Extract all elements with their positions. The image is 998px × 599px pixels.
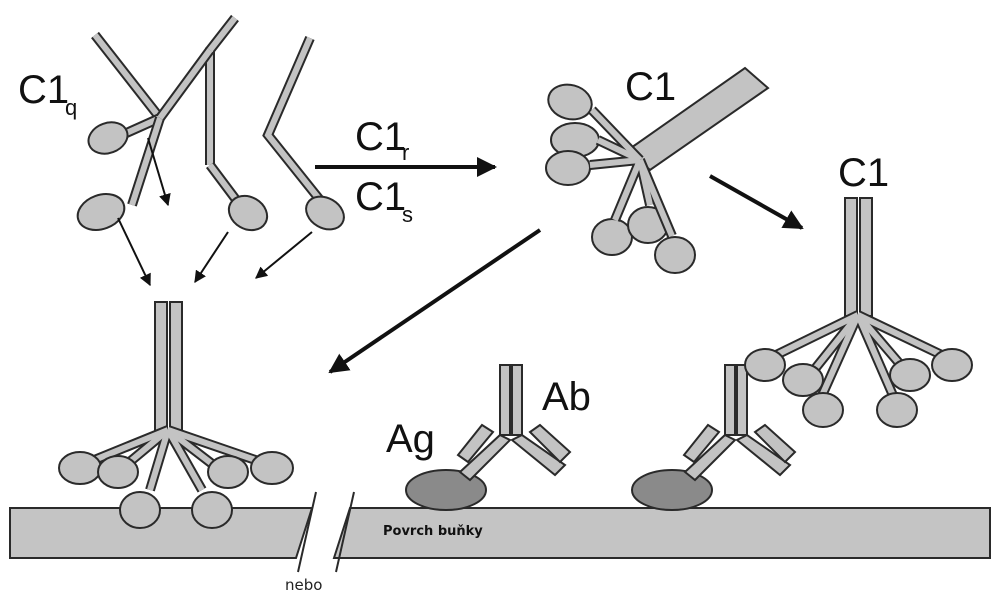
antibody-antigen-right <box>632 365 795 510</box>
c1q-free-subunits <box>73 18 350 237</box>
arrow-to-bound-c1 <box>710 176 802 228</box>
label-c1q-sub: q <box>65 95 77 120</box>
label-cell-surface: Povrch buňky <box>383 524 483 539</box>
label-ab: Ab <box>542 375 591 419</box>
label-ag: Ag <box>386 417 435 461</box>
arrow-to-surface-c1 <box>330 230 540 372</box>
label-c1-right: C1 <box>838 151 889 195</box>
label-c1r: C1 <box>355 115 406 159</box>
c1-complex-bound-right <box>745 198 972 427</box>
label-c1s-sub: s <box>402 202 413 227</box>
c1-complex-on-surface-left <box>59 302 293 528</box>
label-c1r-sub: r <box>402 140 409 165</box>
label-c1s: C1 <box>355 175 406 219</box>
label-nebo: nebo <box>285 576 322 594</box>
label-c1-top: C1 <box>625 65 676 109</box>
label-c1q: C1 <box>18 68 69 112</box>
